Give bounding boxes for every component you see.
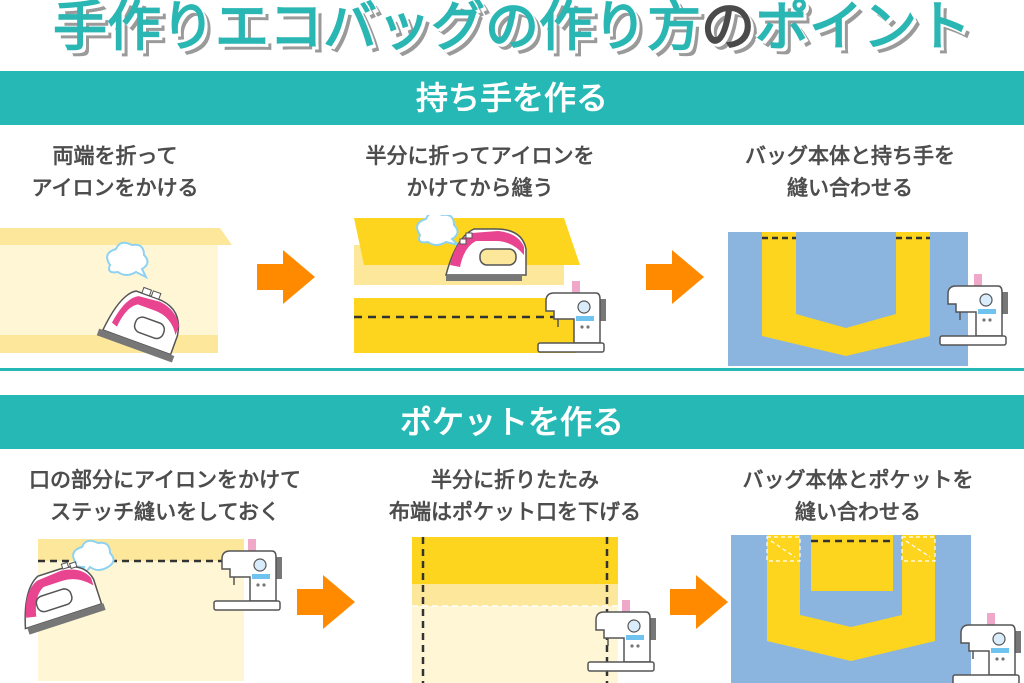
reinforce-stitch [901,536,936,562]
iron-icon [24,561,106,635]
illustration-attach-pocket [731,535,1021,683]
caption-line: 半分に折りたたみ [431,468,599,492]
reinforce-stitch [766,536,801,562]
section-heading-pocket: ポケットを作る [0,395,1024,449]
pocket-folded-edge [38,539,244,561]
arrow-right-icon [670,575,728,629]
sewing-machine-icon [939,274,1008,346]
section-heading-handles: 持ち手を作る [0,71,1024,125]
fabric-folded-edge [0,228,232,245]
sewing-machine-icon [537,281,606,353]
arrow-right-icon [257,250,315,304]
pocket-fold-band [412,584,618,606]
caption-line: 縫い合わせる [787,176,913,200]
step-caption: バッグ本体と持ち手を 縫い合わせる [700,140,1000,204]
sewing-machine-icon [587,600,656,672]
step-caption: 口の部分にアイロンをかけて ステッチ縫いをしておく [0,464,330,528]
iron-icon [445,228,527,281]
sewing-machine-icon [952,613,1021,683]
illustration-fold-pocket [412,537,656,683]
illustration-attach-handles [728,232,1008,366]
sewing-machine-icon [213,539,282,611]
step-caption: 半分に折ってアイロンを かけてから縫う [325,140,635,204]
caption-line: 半分に折ってアイロンを [365,144,595,168]
illustration-fold-half-sew [354,215,606,353]
steam-icon [106,241,149,280]
handle-strap [762,232,930,356]
caption-line: かけてから縫う [406,176,554,200]
caption-line: バッグ本体と持ち手を [745,144,955,168]
steam-icon [416,215,462,247]
caption-line: 縫い合わせる [795,500,921,524]
arrow-right-icon [646,250,704,304]
section-divider [0,368,1024,371]
illustration-iron-stitch [24,539,282,681]
step-caption: 両端を折って アイロンをかける [0,140,230,204]
caption-line: ステッチ縫いをしておく [50,500,280,524]
step-caption: 半分に折りたたみ 布端はポケット口を下げる [345,464,685,528]
iron-icon [96,286,180,363]
title-tail: ポイント [755,0,971,58]
title-particle: の [701,0,755,58]
pocket-folded-top [412,537,618,584]
caption-line: 両端を折って [52,144,178,168]
title-main: 手作りエコバッグの作り方 [53,0,701,58]
pocket-panel [811,535,893,591]
caption-line: 口の部分にアイロンをかけて [29,468,301,492]
handle-strap [767,535,935,661]
page-title: 手作りエコバッグの作り方のポイント [0,0,1024,61]
step-caption: バッグ本体とポケットを 縫い合わせる [708,464,1008,528]
caption-line: バッグ本体とポケットを [742,468,974,492]
illustration-fold-edges [0,228,232,363]
arrow-right-icon [297,575,355,629]
caption-line: 布端はポケット口を下げる [389,500,641,524]
caption-line: アイロンをかける [31,176,199,200]
